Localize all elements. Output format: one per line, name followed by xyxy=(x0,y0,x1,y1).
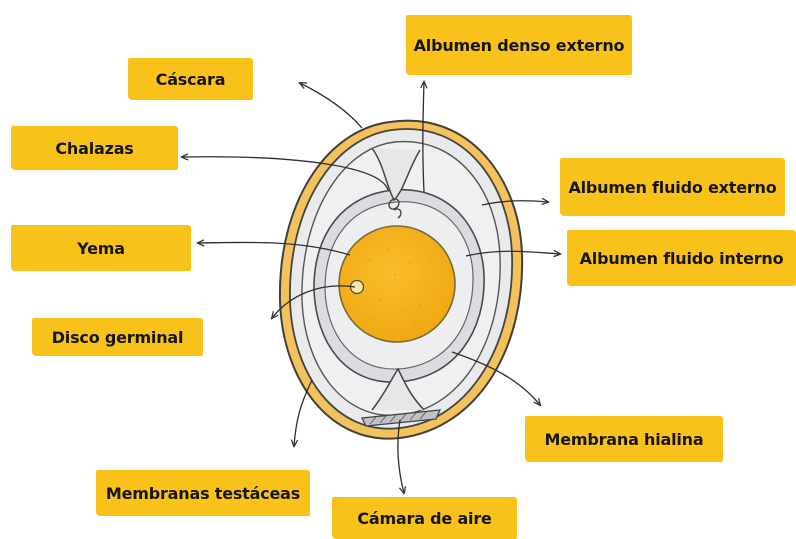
label-camara-de-aire: Cámara de aire xyxy=(332,497,517,539)
label-albumen-fluido-externo: Albumen fluido externo xyxy=(560,158,785,216)
label-disco-germinal: Disco germinal xyxy=(32,318,203,356)
arrow-cascara xyxy=(300,83,362,128)
label-albumen-fluido-interno: Albumen fluido interno xyxy=(567,230,796,286)
label-membrana-hialina: Membrana hialina xyxy=(525,416,723,462)
label-yema: Yema xyxy=(11,225,191,271)
label-cascara: Cáscara xyxy=(128,58,253,100)
egg-illustration xyxy=(280,121,522,439)
label-chalazas: Chalazas xyxy=(11,126,178,170)
label-membranas-testaceas: Membranas testáceas xyxy=(96,470,310,516)
label-albumen-denso-externo: Albumen denso externo xyxy=(406,15,632,75)
